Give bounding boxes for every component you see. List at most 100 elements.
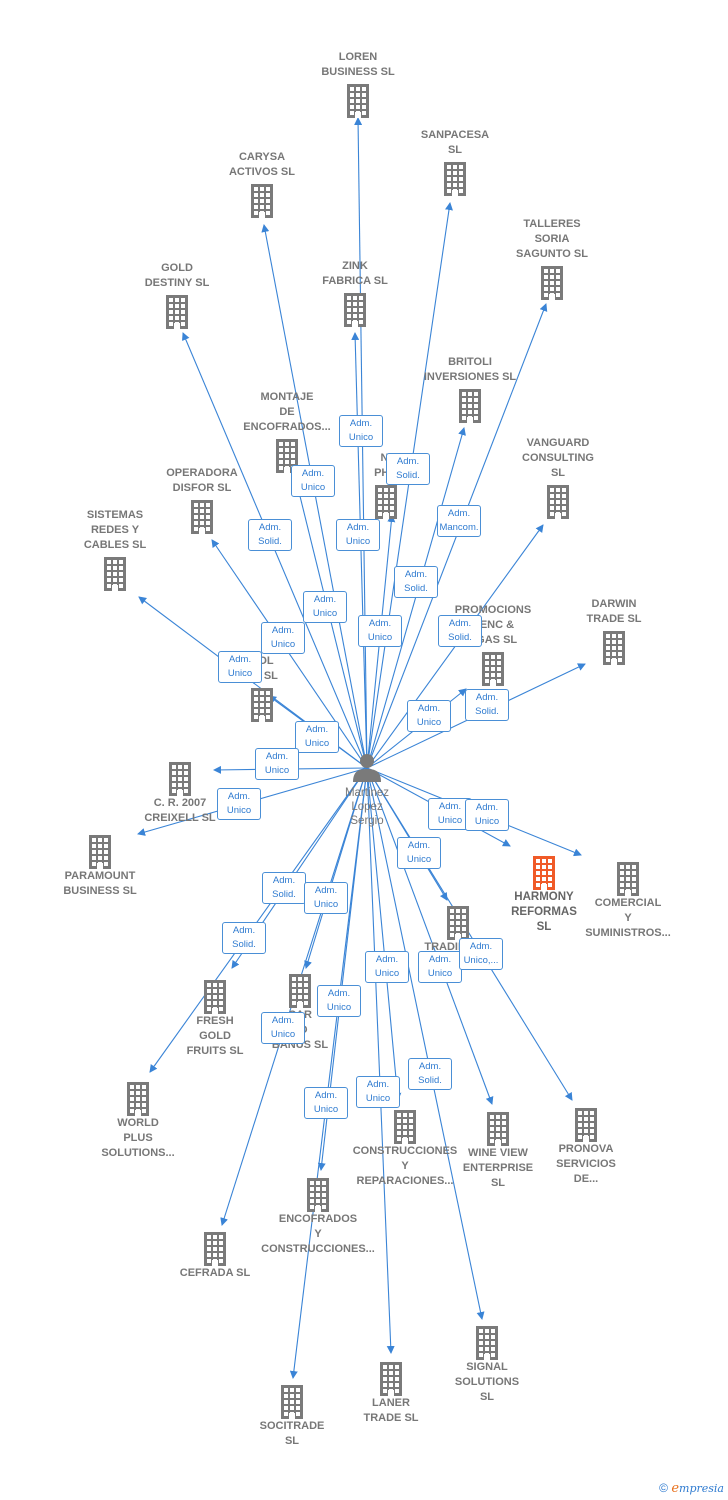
company-node-gold[interactable]: GOLD DESTINY SL [107, 261, 247, 329]
role-badge[interactable]: Adm. Unico [304, 1087, 348, 1119]
role-badge[interactable]: Adm. Solid. [386, 453, 430, 485]
role-badge[interactable]: Adm. Mancom. [437, 505, 481, 537]
company-node-trading[interactable]: TRADING SL [388, 906, 528, 955]
company-node-montaje[interactable]: MONTAJE DE ENCOFRADOS... [217, 390, 357, 473]
role-badge[interactable]: Adm. Unico [339, 415, 383, 447]
building-icon [541, 266, 563, 300]
building-icon [251, 688, 273, 722]
company-name: GOLD DESTINY SL [144, 262, 210, 289]
building-icon [281, 1385, 303, 1419]
building-icon [533, 856, 555, 890]
role-badge-label: Adm. Unico [312, 594, 338, 619]
company-node-vanguard[interactable]: VANGUARD CONSULTING SL [488, 436, 628, 519]
role-badge[interactable]: Adm. Unico [418, 951, 462, 983]
company-node-talleres[interactable]: TALLERES SORIA SAGUNTO SL [482, 217, 622, 300]
role-badge[interactable]: Adm. Unico [365, 951, 409, 983]
role-badge[interactable]: Adm. Solid. [222, 922, 266, 954]
building-icon [347, 84, 369, 118]
role-badge[interactable]: Adm. Solid. [465, 689, 509, 721]
company-name: OPERADORA DISFOR SL [166, 467, 238, 494]
role-badge[interactable]: Adm. Unico [428, 798, 472, 830]
company-node-paramount[interactable]: PARAMOUNT BUSINESS SL [30, 835, 170, 899]
company-node-construcciones[interactable]: CONSTRUCCIONES Y REPARACIONES... [335, 1110, 475, 1189]
company-node-operadora[interactable]: OPERADORA DISFOR SL [132, 466, 272, 534]
role-badge-label: Adm. Unico [313, 885, 339, 910]
company-name: HARMONY REFORMAS SL [511, 891, 577, 933]
role-badge-label: Adm. Unico [406, 840, 432, 865]
company-node-nphoto[interactable]: NI PHO [316, 451, 456, 519]
role-badge[interactable]: Adm. Unico [358, 615, 402, 647]
company-node-harmony[interactable]: HARMONY REFORMAS SL [474, 856, 614, 935]
building-icon [575, 1108, 597, 1142]
company-name: MONTAJE DE ENCOFRADOS... [243, 391, 331, 433]
role-badge[interactable]: Adm. Unico [336, 519, 380, 551]
role-badge-label: Adm. Unico [365, 1079, 391, 1104]
footer-brand[interactable]: © empresia [659, 1481, 724, 1496]
role-badge-label: Adm. Unico [226, 791, 252, 816]
role-badge[interactable]: Adm. Unico [465, 799, 509, 831]
role-badge-label: Adm. Unico [437, 801, 463, 826]
role-badge-label: Adm. Unico [270, 1015, 296, 1040]
company-name: CEFRADA SL [179, 1267, 251, 1279]
company-node-rol[interactable]: ROL SS SL [192, 654, 332, 722]
company-node-fresh[interactable]: FRESH GOLD FRUITS SL [145, 980, 285, 1059]
edge-operadora [211, 539, 368, 769]
company-node-darwin[interactable]: DARWIN TRADE SL [544, 597, 684, 665]
role-badge[interactable]: Adm. Unico,... [459, 938, 503, 970]
role-badge[interactable]: Adm. Unico [291, 465, 335, 497]
company-node-sistemas[interactable]: SISTEMAS REDES Y CABLES SL [45, 508, 185, 591]
role-badge-label: Adm. Unico [227, 654, 253, 679]
role-badge[interactable]: Adm. Solid. [262, 872, 306, 904]
role-badge-label: Adm. Solid. [418, 1061, 442, 1086]
building-icon [307, 1178, 329, 1212]
center-person-node[interactable]: Martinez Lopez Sergio [327, 752, 407, 828]
company-node-carysa[interactable]: CARYSA ACTIVOS SL [192, 150, 332, 218]
company-node-encofrados[interactable]: ENCOFRADOS Y CONSTRUCCIONES... [248, 1178, 388, 1257]
role-badge[interactable]: Adm. Unico [303, 591, 347, 623]
role-badge[interactable]: Adm. Unico [218, 651, 262, 683]
company-node-cefrada[interactable]: CEFRADA SL [145, 1232, 285, 1281]
company-node-loren[interactable]: LOREN BUSINESS SL [288, 50, 428, 118]
role-badge[interactable]: Adm. Solid. [438, 615, 482, 647]
company-node-britoli[interactable]: BRITOLI INVERSIONES SL [400, 355, 540, 423]
company-node-wineview[interactable]: WINE VIEW ENTERPRISE SL [428, 1112, 568, 1191]
role-badge[interactable]: Adm. Unico [397, 837, 441, 869]
role-badge-label: Adm. Solid. [475, 692, 499, 717]
person-icon [353, 754, 381, 782]
role-badge-label: Adm. Solid. [258, 522, 282, 547]
edge-wineview [366, 767, 494, 1105]
role-badge[interactable]: Adm. Unico [261, 622, 305, 654]
role-badge[interactable]: Adm. Unico [217, 788, 261, 820]
role-badge[interactable]: Adm. Unico [304, 882, 348, 914]
brand-initial: e [671, 1481, 680, 1496]
company-node-pronova[interactable]: PRONOVA SERVICIOS DE... [516, 1108, 656, 1187]
role-badge[interactable]: Adm. Unico [356, 1076, 400, 1108]
company-name: CONSTRUCCIONES Y REPARACIONES... [352, 1145, 458, 1187]
role-badge[interactable]: Adm. Solid. [394, 566, 438, 598]
company-node-sanpacesa[interactable]: SANPACESA SL [385, 128, 525, 196]
role-badge[interactable]: Adm. Unico [261, 1012, 305, 1044]
role-badge-label: Adm. Unico [374, 954, 400, 979]
role-badge[interactable]: Adm. Unico [407, 700, 451, 732]
role-badge[interactable]: Adm. Solid. [408, 1058, 452, 1090]
building-icon [375, 485, 397, 519]
role-badge-label: Adm. Unico [345, 522, 371, 547]
company-node-world[interactable]: WORLD PLUS SOLUTIONS... [68, 1082, 208, 1161]
building-icon [276, 439, 298, 473]
building-icon [166, 295, 188, 329]
role-badge-label: Adm. Solid. [404, 569, 428, 594]
company-node-socitrade[interactable]: SOCITRADE SL [222, 1385, 362, 1449]
company-node-creixell[interactable]: C. R. 2007 CREIXELL SL [110, 762, 250, 826]
company-node-comercial[interactable]: COMERCIAL Y SUMINISTROS... [558, 862, 698, 941]
company-name: WINE VIEW ENTERPRISE SL [462, 1147, 534, 1189]
role-badge[interactable]: Adm. Unico [295, 721, 339, 753]
company-node-laner[interactable]: LANER TRADE SL [321, 1362, 461, 1426]
building-icon [89, 835, 111, 869]
role-badge[interactable]: Adm. Unico [317, 985, 361, 1017]
role-badge[interactable]: Adm. Solid. [248, 519, 292, 551]
company-node-signal[interactable]: SIGNAL SOLUTIONS SL [417, 1326, 557, 1405]
role-badge[interactable]: Adm. Unico [255, 748, 299, 780]
company-node-zink[interactable]: ZINK FABRICA SL [285, 259, 425, 327]
company-name: COMERCIAL Y SUMINISTROS... [585, 897, 671, 939]
